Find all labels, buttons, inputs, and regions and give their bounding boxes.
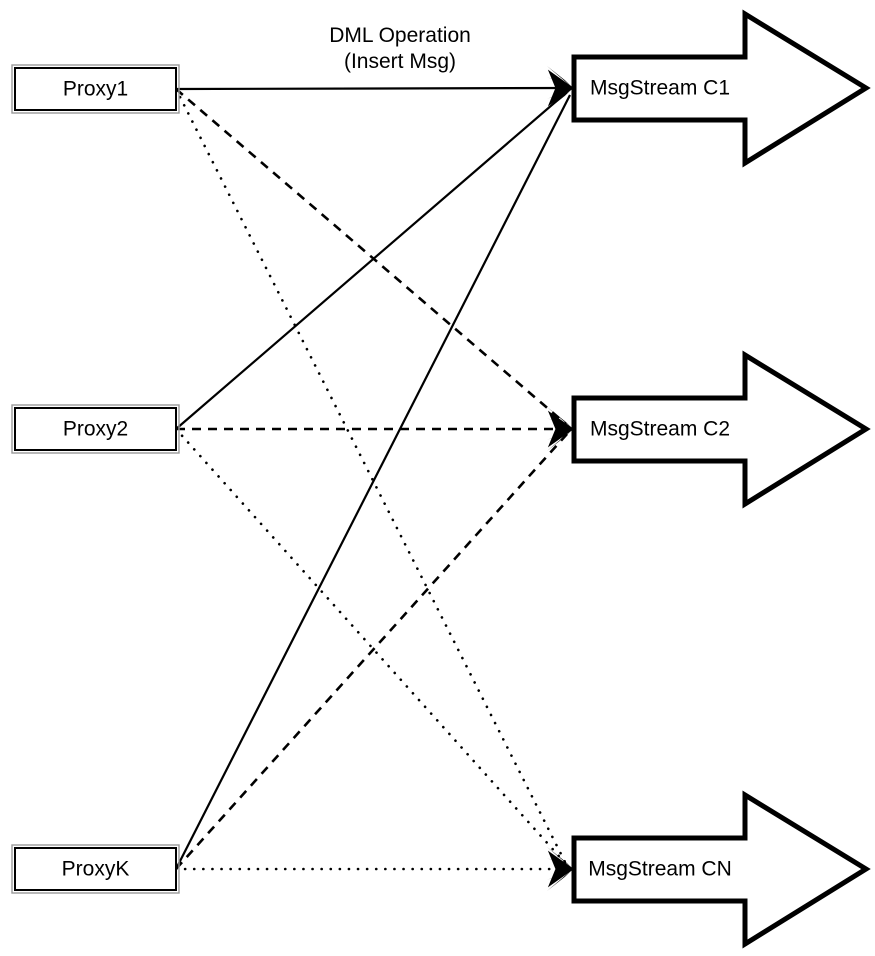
arrowhead-head_c2 xyxy=(547,407,574,451)
stream-arrow-shape xyxy=(571,790,871,949)
arrowhead-core xyxy=(547,69,574,107)
arrowhead-spike xyxy=(547,418,573,429)
proxy-box-outline xyxy=(11,844,180,894)
proxy-node-proxy2[interactable]: Proxy2 xyxy=(11,404,180,454)
proxy-box-outline xyxy=(11,404,180,454)
arrowhead-spike xyxy=(547,77,573,88)
edge-proxyk-to-stream_c1 xyxy=(175,94,571,870)
arrowhead-spike xyxy=(547,88,573,110)
arrowhead-core xyxy=(547,410,574,448)
edge-proxy1-to-stream_c1 xyxy=(175,86,570,91)
arrowhead-spike xyxy=(547,847,573,869)
arrowhead-spike xyxy=(547,407,573,429)
proxy-box-rect xyxy=(14,67,177,111)
stream-node-stream_c1[interactable]: MsgStream C1 xyxy=(571,9,871,168)
arrowheads-group xyxy=(547,66,574,891)
edge-proxy2-to-stream_cn xyxy=(174,427,568,866)
stream-label: MsgStream CN xyxy=(588,858,732,881)
edge-proxy2-to-stream_c1 xyxy=(175,91,568,430)
proxy-label: ProxyK xyxy=(62,858,130,881)
arrowhead-spike xyxy=(547,88,573,99)
arrowhead-head_c1 xyxy=(547,66,574,110)
arrowhead-core xyxy=(547,850,574,888)
arrowhead-spike xyxy=(547,858,573,869)
arrowhead-spike xyxy=(547,869,573,880)
edge-proxyk-to-stream_c2 xyxy=(175,433,568,870)
stream-arrow-shape xyxy=(571,350,871,509)
arrowhead-spike xyxy=(547,429,573,440)
proxy-node-proxy1[interactable]: Proxy1 xyxy=(11,64,180,114)
stream-arrow-shape xyxy=(571,9,871,168)
edge-label-line2: (Insert Msg) xyxy=(344,50,456,73)
edge-label-dml-operation: DML Operation (Insert Msg) xyxy=(329,24,471,73)
proxy-node-proxyk[interactable]: ProxyK xyxy=(11,844,180,894)
stream-node-stream_c2[interactable]: MsgStream C2 xyxy=(571,350,871,509)
edge-label-line1: DML Operation xyxy=(329,24,471,47)
proxy-box-rect xyxy=(14,847,177,891)
stream-node-stream_cn[interactable]: MsgStream CN xyxy=(571,790,871,949)
edge-proxy1-to-stream_cn xyxy=(174,87,567,864)
proxy-box-rect xyxy=(14,407,177,451)
arrowhead-head_cn xyxy=(547,847,574,891)
arrowhead-spike xyxy=(547,66,573,88)
proxy-box-outline xyxy=(11,64,180,114)
edges-group xyxy=(174,86,571,871)
arrowhead-spike xyxy=(547,429,573,451)
proxy-label: Proxy2 xyxy=(63,418,128,441)
stream-nodes-group: MsgStream C1 MsgStream C2 MsgStream CN xyxy=(571,9,871,949)
stream-label: MsgStream C1 xyxy=(590,77,730,100)
proxy-label: Proxy1 xyxy=(63,78,128,101)
edge-proxy1-to-stream_c2 xyxy=(175,88,567,425)
arrowhead-spike xyxy=(547,869,573,891)
stream-label: MsgStream C2 xyxy=(590,418,730,441)
